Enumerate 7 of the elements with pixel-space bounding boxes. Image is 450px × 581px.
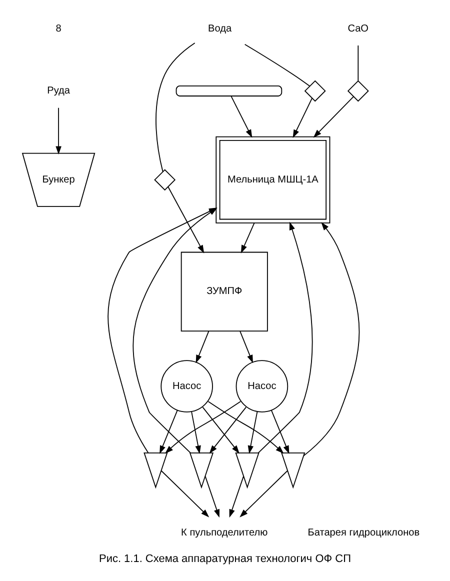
caption: Рис. 1.1. Схема аппаратурная технологич ОФ СП: [99, 553, 352, 566]
node-text: К пульподелителю: [181, 528, 268, 539]
label: 8: [56, 23, 62, 34]
node-text: Вода: [208, 23, 232, 34]
label: Батарея гидроциклонов: [308, 528, 420, 539]
node-text: Руда: [47, 86, 70, 97]
node-text: CaO: [348, 23, 369, 34]
